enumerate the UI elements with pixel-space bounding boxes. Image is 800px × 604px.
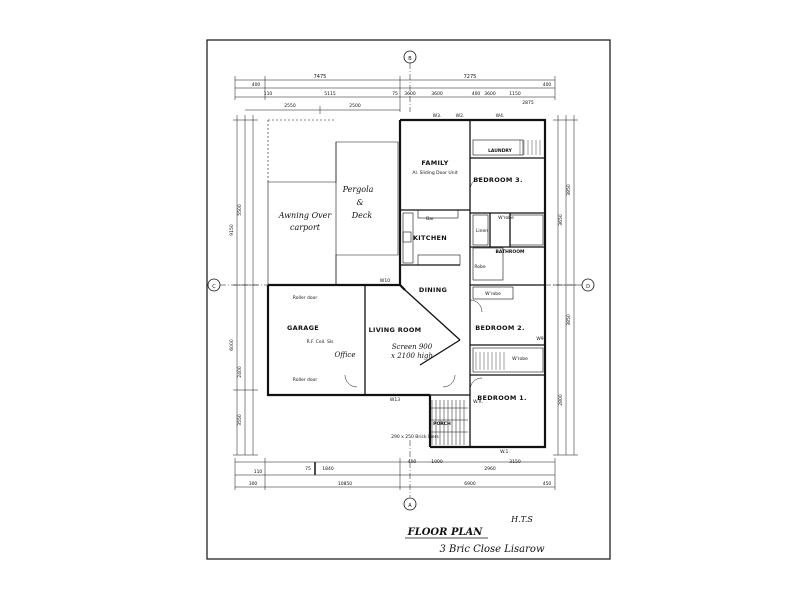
room-family-label: FAMILY xyxy=(421,159,448,167)
porch-hatching xyxy=(430,400,468,445)
annotation-wrobe-right: W'robe xyxy=(512,356,528,362)
dim-left-d: 2400 xyxy=(237,366,243,378)
annotation-screen-line1: Screen 900 xyxy=(392,343,433,351)
dim-bottom-a: 300 xyxy=(249,481,258,487)
annotation-wr: W.R. xyxy=(473,399,483,405)
dim-left-a: 9150 xyxy=(229,224,235,236)
dim-right-c: 3650 xyxy=(558,214,564,226)
annotation-bar: Bar xyxy=(426,216,434,222)
annotation-w1: W.1. xyxy=(500,449,510,455)
label-pergola-line2: & xyxy=(356,198,363,207)
dim-top-e: 3600 xyxy=(404,91,416,97)
dim-top-row2-b: 2500 xyxy=(349,103,361,109)
dim-bottom-g: 400 xyxy=(408,459,417,465)
wardrobe-hatching xyxy=(475,140,541,370)
dim-top-i: 1150 xyxy=(509,91,521,97)
annotation-w3: W3. xyxy=(433,113,442,119)
sheet-initials: H.T.S xyxy=(510,515,533,524)
annotation-brick-piers: 290 x 250 Brick Piers xyxy=(391,434,439,440)
house-walls xyxy=(266,118,547,449)
dim-top-row2-a: 2550 xyxy=(284,103,296,109)
dim-top-right-total: 7275 xyxy=(464,74,477,80)
grid-marker-top: B xyxy=(403,50,417,112)
room-dining-label: DINING xyxy=(419,286,447,294)
annotation-roller-door-top: Roller door xyxy=(293,295,318,301)
dim-top-f: 3600 xyxy=(431,91,443,97)
sheet-title: FLOOR PLAN xyxy=(407,527,484,538)
bottom-dimensions xyxy=(234,458,556,490)
room-bedroom1-label: BEDROOM 1. xyxy=(477,394,527,402)
dim-bottom-d: 450 xyxy=(543,481,552,487)
dim-right-d: 2800 xyxy=(558,394,564,406)
room-porch-label: PORCH xyxy=(433,421,451,427)
sheet-border xyxy=(206,39,611,560)
annotation-sliding-door: Al. Sliding Door Unit xyxy=(412,170,457,176)
dim-bottom-f: 2960 xyxy=(484,466,496,472)
dim-top-j: 2875 xyxy=(522,100,534,106)
dim-right-a: 3850 xyxy=(566,184,572,196)
left-dimensions xyxy=(233,115,258,456)
room-garage-label: GARAGE xyxy=(287,324,319,332)
dim-top-b: 110 xyxy=(264,91,273,97)
dim-top-k: 400 xyxy=(543,82,552,88)
annotation-linen: Linen xyxy=(476,228,488,234)
outdoor-area xyxy=(267,119,399,286)
dim-top-d: 75 xyxy=(392,91,398,97)
dim-right-b: 3850 xyxy=(566,314,572,326)
room-kitchen-label: KITCHEN xyxy=(413,234,447,242)
dim-bottom-total-right: 6900 xyxy=(464,481,476,487)
annotation-w13: W13 xyxy=(390,397,400,403)
room-laundry-label: LAUNDRY xyxy=(488,148,513,154)
top-dimensions xyxy=(234,76,556,114)
room-bedroom2-label: BEDROOM 2. xyxy=(475,324,525,332)
dim-left-c: 5500 xyxy=(237,204,243,216)
label-pergola-line1: Pergola xyxy=(342,185,374,194)
dim-top-h: 3600 xyxy=(484,91,496,97)
annotation-wrobe-top: W'robe xyxy=(498,215,514,221)
internal-walls xyxy=(364,120,545,447)
grid-label-c: C xyxy=(212,284,216,290)
dim-top-a: 400 xyxy=(252,82,261,88)
annotation-screen-line2: x 2100 high xyxy=(391,352,433,360)
annotation-w4: W4. xyxy=(496,113,505,119)
room-bedroom3-label: BEDROOM 3. xyxy=(473,176,523,184)
annotation-rf-ceiling: R.F. Ceil. Sls xyxy=(307,339,335,345)
dim-bottom-e: 1840 xyxy=(322,466,334,472)
door-swings xyxy=(344,177,483,391)
dim-top-g: 400 xyxy=(472,91,481,97)
dim-bottom-total-left: 10850 xyxy=(338,481,352,487)
room-living-label: LIVING ROOM xyxy=(369,326,422,334)
label-awning-line1: Awning Over xyxy=(278,211,333,220)
annotation-robe: Robe xyxy=(474,264,486,270)
label-awning-line2: carport xyxy=(290,223,321,232)
annotation-w2: W2. xyxy=(456,113,465,119)
room-office-label: Office xyxy=(335,351,356,359)
right-dimensions xyxy=(553,115,578,456)
dim-left-b: 6000 xyxy=(229,339,235,351)
dim-left-e: 3550 xyxy=(237,414,243,426)
dim-bottom-b: 110 xyxy=(254,469,263,475)
label-pergola-line3: Deck xyxy=(351,211,373,220)
dim-bottom-c: 75 xyxy=(305,466,311,472)
grid-label-b: B xyxy=(408,56,412,62)
dim-top-left-total: 7475 xyxy=(314,74,327,80)
dim-bottom-i: 3150 xyxy=(509,459,521,465)
dim-top-c: 5115 xyxy=(324,91,336,97)
annotation-wrobe-mid: W'robe xyxy=(485,291,501,297)
room-bathroom-label: BATHROOM xyxy=(496,249,526,255)
annotation-w9: W9 xyxy=(536,336,543,342)
dim-bottom-h: 1000 xyxy=(431,459,443,465)
sheet-address: 3 Bric Close Lisarow xyxy=(439,544,544,555)
grid-label-d: D xyxy=(586,284,590,290)
kitchen-fixtures xyxy=(402,139,544,373)
grid-marker-bottom: A xyxy=(403,440,417,511)
grid-label-a: A xyxy=(408,503,412,509)
annotation-w10: W10 xyxy=(380,278,390,284)
annotation-roller-door-bottom: Roller door xyxy=(293,377,318,383)
